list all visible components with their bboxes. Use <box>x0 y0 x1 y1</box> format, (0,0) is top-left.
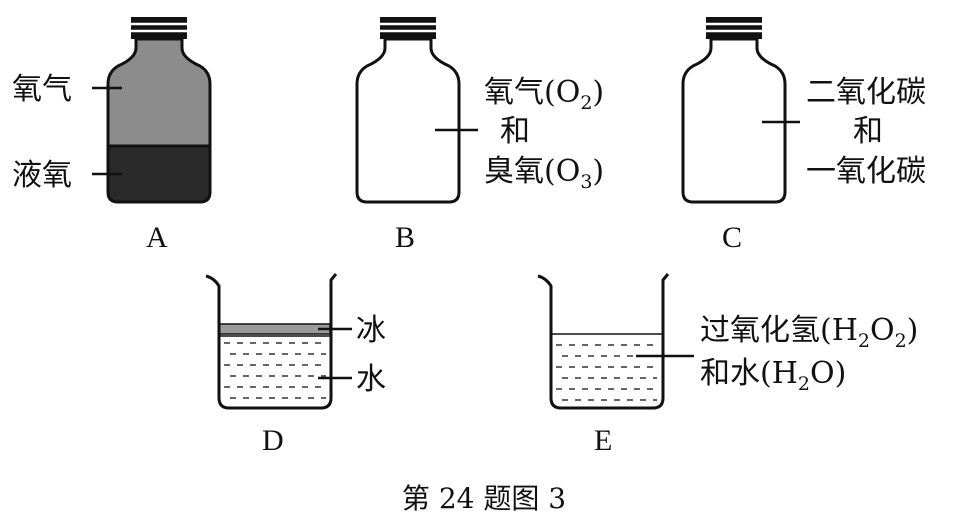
beaker-d-glass <box>205 273 338 410</box>
bottle-b-line2: 和 <box>500 114 530 149</box>
beaker-d-ice <box>218 323 331 335</box>
bottle-a-cap <box>131 17 187 39</box>
beaker-d-water <box>224 342 326 399</box>
beaker-e-water <box>556 344 657 401</box>
bottle-a-label-top: 氧气 <box>12 72 72 107</box>
bottle-a-gas <box>106 37 212 148</box>
beaker-d: 冰 水 D <box>205 273 386 457</box>
bottle-c-line1: 二氧化碳 <box>806 75 926 110</box>
bottle-b-cap <box>380 17 436 39</box>
bottle-c-line3: 一氧化碳 <box>806 154 926 189</box>
bottle-b-letter: B <box>395 221 415 254</box>
bottle-b-body <box>355 37 461 204</box>
bottle-c-cap <box>706 17 762 39</box>
figure-caption: 第 24 题图 3 <box>402 482 566 515</box>
beaker-e: 过氧化氢(H2O2) 和水(H2O) E <box>537 273 918 457</box>
bottle-c: 二氧化碳 和 一氧化碳 C <box>681 17 926 254</box>
bottle-a: 氧气 液氧 A <box>12 17 212 254</box>
beaker-e-letter: E <box>594 424 612 457</box>
beaker-d-label-bottom: 水 <box>356 362 386 397</box>
bottle-a-label-bottom: 液氧 <box>12 158 72 193</box>
bottle-c-line2: 和 <box>853 114 883 149</box>
bottle-b-line3: 臭氧(O3) <box>484 154 604 193</box>
bottle-a-liquid <box>106 144 212 204</box>
bottle-b: 氧气(O2) 和 臭氧(O3) B <box>355 17 604 254</box>
beaker-d-letter: D <box>262 424 284 457</box>
beaker-d-label-top: 冰 <box>356 313 386 348</box>
beaker-e-line1: 过氧化氢(H2O2) <box>700 313 918 352</box>
bottle-c-body <box>681 37 787 204</box>
bottle-b-line1: 氧气(O2) <box>484 75 604 114</box>
beaker-e-line2: 和水(H2O) <box>700 356 846 395</box>
beaker-e-glass <box>537 273 670 410</box>
bottle-a-letter: A <box>146 221 168 254</box>
bottle-c-letter: C <box>722 221 742 254</box>
